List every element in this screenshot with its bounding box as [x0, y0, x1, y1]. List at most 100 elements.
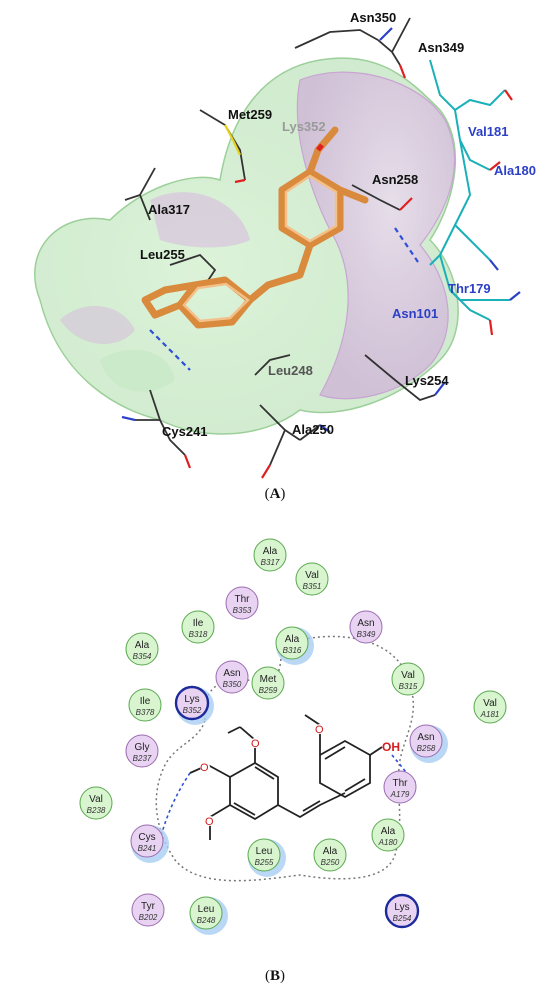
residue-number: B202 — [139, 913, 158, 922]
residue-name: Lys — [184, 694, 199, 705]
residue-name: Val — [483, 698, 497, 709]
label-asn350: Asn350 — [350, 10, 396, 25]
residue-number: B352 — [183, 706, 202, 715]
residue-number: B349 — [357, 630, 376, 639]
residue-number: B237 — [133, 754, 152, 763]
residue-number: B351 — [303, 582, 322, 591]
residue-circle — [473, 690, 507, 724]
residue-number: B315 — [399, 682, 418, 691]
residue-name: Asn — [223, 668, 240, 679]
label-ala317: Ala317 — [148, 202, 190, 217]
residue-circle — [128, 688, 162, 722]
residue-number: B259 — [259, 686, 278, 695]
ligand-oxygen — [316, 143, 324, 152]
residue-name: Met — [260, 674, 277, 685]
residue-number: B350 — [223, 680, 242, 689]
residue-name: Asn — [417, 732, 434, 743]
panel-a-residue-labels: Asn350 Asn349 Val181 Met259 Lys352 Ala18… — [140, 10, 536, 439]
oxygen-atom: O — [315, 724, 324, 736]
residue-number: B248 — [197, 916, 216, 925]
residue-name: Val — [305, 570, 319, 581]
residue-circle — [295, 562, 329, 596]
label-asn258: Asn258 — [372, 172, 418, 187]
label-met259: Met259 — [228, 107, 272, 122]
residue-circle — [125, 632, 159, 666]
residue-circle — [383, 770, 417, 804]
atom-tips — [121, 27, 446, 479]
residue-number: B255 — [255, 858, 274, 867]
residue-circle — [275, 626, 309, 660]
residue-circle — [189, 896, 223, 930]
label-lys352: Lys352 — [282, 119, 326, 134]
residue-circle — [181, 610, 215, 644]
residue-circle — [130, 824, 164, 858]
residue-name: Tyr — [141, 901, 156, 912]
panel-b-svg: O O O O OH AlaB317ValB351ThrB353AsnB349I… — [79, 538, 507, 935]
residue-name: Leu — [198, 904, 215, 915]
residue-number: B258 — [417, 744, 436, 753]
residue-number: B354 — [133, 652, 152, 661]
residue-name: Lys — [394, 902, 409, 913]
residue-number: B241 — [138, 844, 157, 853]
residue-number: A180 — [378, 838, 398, 847]
residue-name: Val — [401, 670, 415, 681]
residue-name: Ala — [135, 640, 150, 651]
residue-name: Thr — [235, 594, 251, 605]
residue-circle — [253, 538, 287, 572]
residue-number: B238 — [87, 806, 106, 815]
residue-name: Asn — [357, 618, 374, 629]
ligand-highlights — [182, 174, 338, 323]
panel-a-hbonds — [149, 227, 419, 371]
label-ala250: Ala250 — [292, 422, 334, 437]
label-ala180: Ala180 — [494, 163, 536, 178]
panel-b-label: (B) — [264, 968, 285, 984]
cyan-chain-tips — [488, 89, 521, 336]
residue-number: B317 — [261, 558, 280, 567]
residue-name: Val — [89, 794, 103, 805]
panel-a-3d-binding-pose: Asn350 Asn349 Val181 Met259 Lys352 Ala18… — [0, 0, 550, 480]
residue-number: B254 — [393, 914, 412, 923]
oxygen-atom: O — [251, 738, 260, 750]
residue-name: Ala — [381, 826, 396, 837]
ligand-2d-structure — [189, 714, 383, 840]
residue-name: Cys — [138, 832, 155, 843]
oxygen-atom: O — [205, 816, 214, 828]
residue-name: Thr — [393, 778, 409, 789]
residue-number: B316 — [283, 646, 302, 655]
label-leu255: Leu255 — [140, 247, 185, 262]
residue-number: B378 — [136, 708, 155, 717]
residue-number: B318 — [189, 630, 208, 639]
residue-name: Ile — [193, 618, 204, 629]
residue-circle — [247, 838, 281, 872]
residue-number: B353 — [233, 606, 252, 615]
residue-name: Leu — [256, 846, 273, 857]
residue-number: A179 — [390, 790, 410, 799]
residue-circle — [225, 586, 259, 620]
oxygen-atom: O — [200, 762, 209, 774]
residue-circle — [215, 660, 249, 694]
residue-name: Gly — [135, 742, 150, 753]
hydroxyl-label: OH — [382, 740, 400, 754]
